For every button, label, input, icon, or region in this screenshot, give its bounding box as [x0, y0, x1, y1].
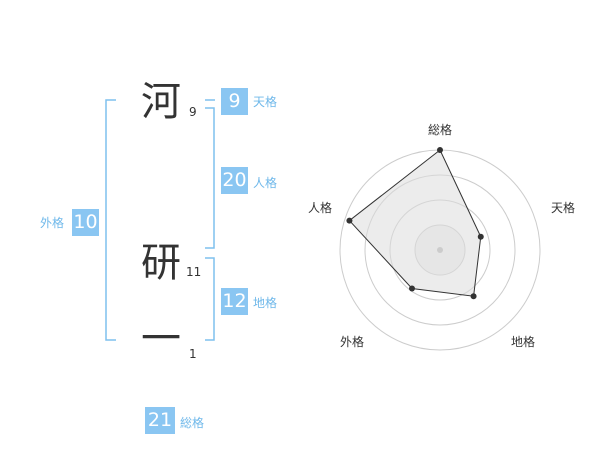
name-char-1: 河 — [141, 79, 181, 125]
radar-label-chikaku: 地格 — [511, 335, 536, 349]
radar-center — [437, 247, 443, 253]
radar-point — [346, 217, 353, 224]
radar-label-gaikaku: 外格 — [340, 335, 365, 349]
chikaku-label: 地格 — [253, 296, 278, 310]
tenkaku-value: 9 — [221, 88, 248, 115]
chikaku-bracket — [205, 257, 215, 341]
soukaku-value: 21 — [145, 407, 175, 434]
radar-area — [348, 149, 482, 297]
radar-label-tenkaku: 天格 — [551, 201, 576, 215]
name-char-3-strokes: 1 — [189, 347, 197, 361]
soukaku-label: 総格 — [180, 416, 205, 430]
outer-bracket — [105, 99, 116, 341]
jinkaku-value: 20 — [221, 167, 248, 194]
radar-point — [409, 285, 416, 292]
radar-point — [477, 233, 484, 240]
name-char-2: 研 — [141, 240, 181, 286]
tenkaku-label: 天格 — [253, 95, 278, 109]
gaikaku-value: 10 — [72, 209, 99, 236]
radar-point — [437, 147, 443, 153]
name-char-1-strokes: 9 — [189, 105, 197, 119]
gaikaku-label: 外格 — [40, 216, 65, 230]
chikaku-value: 12 — [221, 288, 248, 315]
name-char-3: 一 — [141, 316, 181, 362]
name-char-2-strokes: 11 — [186, 265, 202, 279]
radar-label-jinkaku: 人格 — [308, 201, 333, 215]
jinkaku-label: 人格 — [253, 176, 278, 190]
radar-point — [470, 293, 477, 300]
radar-label-soukaku: 総格 — [428, 123, 453, 137]
jinkaku-bracket — [205, 107, 215, 249]
